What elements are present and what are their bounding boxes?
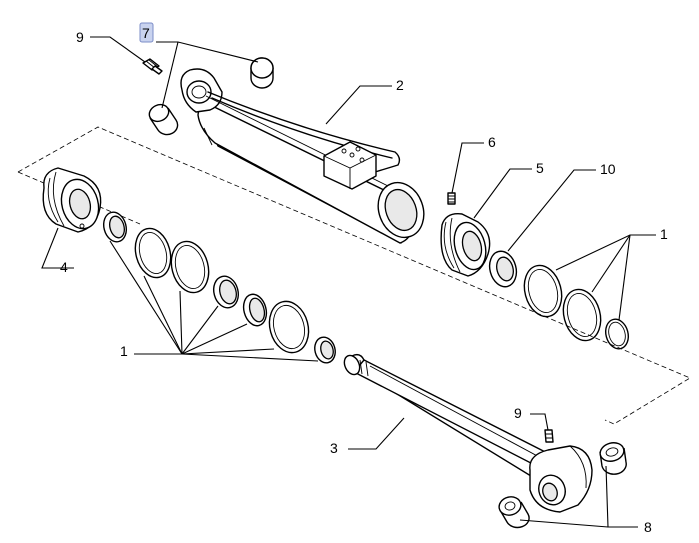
o-ring-left-3[interactable] bbox=[166, 237, 214, 297]
callout-5[interactable]: 5 bbox=[536, 160, 544, 176]
set-screw[interactable] bbox=[447, 192, 456, 205]
o-ring-left-2[interactable] bbox=[130, 224, 176, 281]
leader-lines bbox=[41, 36, 656, 528]
callout-labels: 9 7 2 6 5 10 1 4 1 9 3 8 bbox=[60, 22, 668, 535]
seal-ring-left-5[interactable] bbox=[240, 292, 270, 329]
callout-7-selected[interactable]: 7 bbox=[139, 22, 154, 43]
backup-ring[interactable] bbox=[486, 248, 520, 290]
callout-10[interactable]: 10 bbox=[600, 161, 616, 177]
callout-3[interactable]: 3 bbox=[330, 440, 338, 456]
o-ring-left-6[interactable] bbox=[264, 297, 314, 357]
o-ring-right-1[interactable] bbox=[519, 261, 567, 321]
seal-ring-left-1[interactable] bbox=[100, 210, 129, 245]
callout-4[interactable]: 4 bbox=[60, 259, 68, 275]
grease-fitting-bottom[interactable] bbox=[544, 429, 554, 443]
callout-1-left[interactable]: 1 bbox=[120, 343, 128, 359]
o-ring-right-3[interactable] bbox=[602, 317, 631, 352]
callout-6[interactable]: 6 bbox=[488, 134, 496, 150]
bushing-top-left[interactable] bbox=[147, 102, 179, 136]
cylinder-barrel[interactable] bbox=[180, 68, 431, 244]
callout-1-right[interactable]: 1 bbox=[660, 226, 668, 242]
callout-7-highlight bbox=[139, 22, 154, 43]
callout-7: 7 bbox=[142, 25, 150, 41]
bushing-top-right[interactable] bbox=[250, 57, 274, 89]
piston[interactable] bbox=[440, 213, 491, 277]
callout-2[interactable]: 2 bbox=[396, 77, 404, 93]
dashed-seal-kit-frame bbox=[17, 126, 691, 425]
callout-9-top[interactable]: 9 bbox=[76, 29, 84, 45]
bushing-bottom-right[interactable] bbox=[598, 440, 627, 475]
cylinder-head[interactable] bbox=[42, 167, 104, 233]
seal-ring-left-4[interactable] bbox=[210, 273, 241, 310]
rod-eye[interactable] bbox=[529, 445, 593, 513]
grease-fitting-top[interactable] bbox=[142, 58, 163, 75]
callout-8[interactable]: 8 bbox=[644, 519, 652, 535]
bushing-bottom-left[interactable] bbox=[497, 494, 530, 529]
seal-ring-left-7[interactable] bbox=[312, 335, 338, 365]
o-ring-right-2[interactable] bbox=[558, 285, 606, 345]
callout-9-bottom[interactable]: 9 bbox=[514, 405, 522, 421]
